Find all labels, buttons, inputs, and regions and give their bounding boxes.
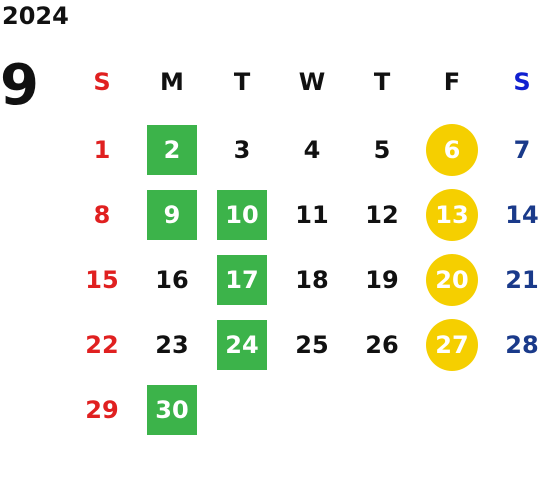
- green-square-marker: [217, 320, 267, 370]
- day-number: 30: [155, 396, 189, 424]
- day-cell-thursday: 12: [347, 190, 417, 240]
- day-number: 5: [373, 136, 391, 164]
- day-number: 9: [163, 201, 181, 229]
- weekday-header: S M T W T F S: [67, 62, 548, 102]
- yellow-circle-marker: [426, 189, 478, 241]
- yellow-circle-marker: [426, 319, 478, 371]
- day-number: 2: [163, 136, 181, 164]
- day-number: 18: [295, 266, 329, 294]
- week-row: 29 30: [67, 385, 548, 435]
- weekday-tuesday: T: [233, 68, 251, 96]
- green-square-marker: [147, 385, 197, 435]
- green-square-marker: [217, 255, 267, 305]
- day-cell-sunday: 8: [67, 190, 137, 240]
- year-label: 2024: [2, 2, 69, 30]
- day-number: 14: [505, 201, 539, 229]
- yellow-circle-marker: [426, 254, 478, 306]
- day-cell-monday: 30: [137, 385, 207, 435]
- day-number: 7: [513, 136, 531, 164]
- day-number: 26: [365, 331, 399, 359]
- day-cell-tuesday: 10: [207, 190, 277, 240]
- day-cell-friday: 13: [417, 189, 487, 241]
- day-cell-tuesday: [207, 385, 277, 435]
- day-number: 11: [295, 201, 329, 229]
- day-cell-sunday: 29: [67, 385, 137, 435]
- weekday-saturday: S: [513, 68, 531, 96]
- weekday-friday: F: [443, 68, 461, 96]
- day-cell-thursday: 26: [347, 320, 417, 370]
- day-number: 3: [233, 136, 251, 164]
- day-cell-sunday: 1: [67, 125, 137, 175]
- day-cell-saturday: 7: [487, 125, 548, 175]
- week-row: 8 9 10 11 12 13 14: [67, 189, 548, 241]
- green-square-marker: [147, 190, 197, 240]
- weekday-monday: M: [160, 68, 184, 96]
- day-cell-saturday: [487, 385, 548, 435]
- month-number: 9: [0, 53, 39, 118]
- day-number: 28: [505, 331, 539, 359]
- day-number: 19: [365, 266, 399, 294]
- day-cell-saturday: 14: [487, 190, 548, 240]
- day-cell-monday: 2: [137, 125, 207, 175]
- day-cell-sunday: 15: [67, 255, 137, 305]
- day-cell-friday: [417, 385, 487, 435]
- yellow-circle-marker: [426, 124, 478, 176]
- day-number: 16: [155, 266, 189, 294]
- day-cell-monday: 16: [137, 255, 207, 305]
- day-number: 23: [155, 331, 189, 359]
- day-number: 29: [85, 396, 119, 424]
- day-cell-wednesday: 4: [277, 125, 347, 175]
- day-cell-saturday: 28: [487, 320, 548, 370]
- day-number: 13: [435, 201, 469, 229]
- weekday-thursday: T: [373, 68, 391, 96]
- day-cell-tuesday: 17: [207, 255, 277, 305]
- day-cell-sunday: 22: [67, 320, 137, 370]
- day-cell-wednesday: 18: [277, 255, 347, 305]
- day-number: 8: [93, 201, 111, 229]
- day-number: 4: [303, 136, 321, 164]
- day-number: 20: [435, 266, 469, 294]
- day-number: 10: [225, 201, 259, 229]
- weekday-sunday: S: [93, 68, 111, 96]
- day-cell-wednesday: 25: [277, 320, 347, 370]
- day-cell-tuesday: 24: [207, 320, 277, 370]
- day-cell-thursday: 5: [347, 125, 417, 175]
- day-cell-friday: 6: [417, 124, 487, 176]
- day-cell-thursday: 19: [347, 255, 417, 305]
- day-cell-thursday: [347, 385, 417, 435]
- day-number: 25: [295, 331, 329, 359]
- day-cell-wednesday: [277, 385, 347, 435]
- day-cell-wednesday: 11: [277, 190, 347, 240]
- day-number: 24: [225, 331, 259, 359]
- week-row: 15 16 17 18 19 20 21: [67, 254, 548, 306]
- day-cell-saturday: 21: [487, 255, 548, 305]
- day-number: 17: [225, 266, 259, 294]
- day-number: 12: [365, 201, 399, 229]
- day-number: 21: [505, 266, 539, 294]
- day-number: 1: [93, 136, 111, 164]
- day-cell-friday: 20: [417, 254, 487, 306]
- day-cell-monday: 9: [137, 190, 207, 240]
- day-cell-monday: 23: [137, 320, 207, 370]
- day-number: 27: [435, 331, 469, 359]
- day-number: 6: [443, 136, 461, 164]
- weekday-wednesday: W: [298, 68, 326, 96]
- day-cell-tuesday: 3: [207, 125, 277, 175]
- week-row: 1 2 3 4 5 6 7: [67, 124, 548, 176]
- week-row: 22 23 24 25 26 27 28: [67, 319, 548, 371]
- green-square-marker: [147, 125, 197, 175]
- day-number: 22: [85, 331, 119, 359]
- day-number: 15: [85, 266, 119, 294]
- day-cell-friday: 27: [417, 319, 487, 371]
- green-square-marker: [217, 190, 267, 240]
